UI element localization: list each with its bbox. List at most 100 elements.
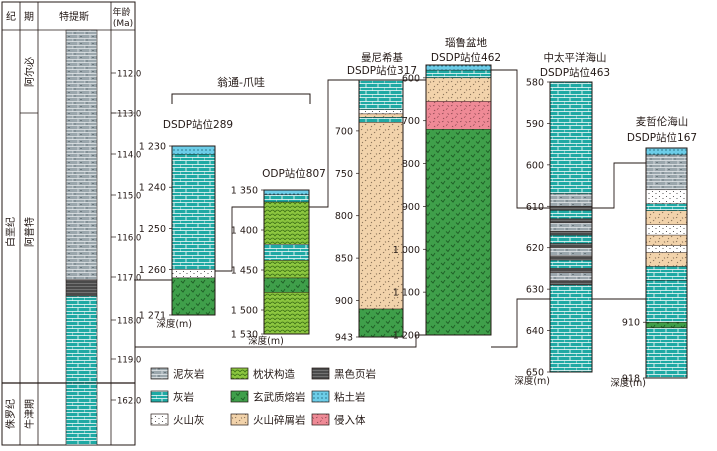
- depth-tick-label: 1 450: [231, 266, 258, 277]
- depth-tick-label: 1 100: [393, 288, 420, 299]
- layer-ash: [645, 245, 688, 253]
- layer-limestone: [358, 79, 404, 110]
- age-label: 119.0: [117, 356, 141, 366]
- depth-tick-label: 600: [526, 160, 544, 171]
- depth-tick-label: 1 271: [139, 311, 166, 322]
- legend-label: 火山灰: [173, 414, 205, 427]
- layer-tuff: [425, 77, 492, 102]
- legend-label: 黑色页岩: [334, 368, 376, 381]
- legend-swatch: [230, 390, 249, 403]
- depth-tick-label: 580: [526, 78, 544, 89]
- legend-item-basalt: 玄武质熔岩: [230, 390, 306, 404]
- layer-limestone: [549, 235, 593, 244]
- layer-limestone: [549, 284, 593, 373]
- legend-item-marl: 泥灰岩: [150, 367, 205, 381]
- legend-swatch: [311, 390, 330, 403]
- period-jurassic: 侏罗纪: [5, 399, 17, 429]
- depth-tick-label: 900: [335, 296, 353, 307]
- layer-limestone: [645, 203, 688, 211]
- tethys-shale-band: [65, 279, 98, 297]
- layer-basalt: [263, 277, 310, 293]
- depth-tick-label: 750: [335, 169, 353, 180]
- layer-limestone: [549, 210, 593, 219]
- layer-limestone: [263, 244, 310, 261]
- column-title: 麦哲伦海山: [636, 115, 689, 128]
- layer-tuff: [645, 234, 688, 246]
- layer-shale: [549, 280, 593, 286]
- column-title: DSDP站位317: [347, 64, 417, 77]
- epoch-oxfordian: 牛津期: [23, 399, 36, 429]
- timescale-panel: 纪 期 特提斯 年龄 (Ma) 白垩纪 侏罗纪 阿尔必 阿普特 牛津期 112.…: [1, 1, 141, 446]
- layer-shale: [549, 230, 593, 236]
- depth-tick-label: 800: [335, 211, 353, 222]
- depth-tick-label: 1 530: [231, 330, 258, 341]
- layer-shale: [549, 268, 593, 273]
- depth-tick-label: 850: [335, 254, 353, 265]
- layer-shale: [549, 243, 593, 248]
- age-label: 115.0: [117, 192, 141, 202]
- column-outline: [358, 79, 404, 338]
- legend-item-intrusion: 侵入体: [311, 413, 366, 427]
- depth-tick-label: 1 000: [393, 245, 420, 256]
- layer-shale: [549, 206, 593, 211]
- header-period: 纪: [6, 11, 16, 23]
- layer-ash: [171, 269, 216, 279]
- depth-unit-label: 深度(m): [248, 335, 284, 347]
- depth-tick-label: 590: [526, 119, 544, 130]
- column-title: DSDP站位167: [627, 131, 697, 144]
- depth-tick-label: 800: [402, 159, 420, 170]
- layer-limestone: [549, 81, 593, 195]
- depth-tick-label: 630: [526, 285, 544, 296]
- layer-limestone: [425, 69, 492, 79]
- layer-ash: [358, 109, 404, 115]
- group-label: 翁通-爪哇: [217, 75, 265, 89]
- legend-swatch: [230, 367, 249, 380]
- layer-shale: [549, 255, 593, 261]
- header-epoch: 期: [24, 11, 34, 23]
- depth-tick-label: 700: [335, 126, 353, 137]
- layer-limestone: [263, 194, 310, 203]
- layer-marl: [549, 222, 593, 232]
- column-title: 曼尼希基: [361, 51, 403, 64]
- layer-limestone: [645, 280, 688, 323]
- legend: 泥灰岩枕状构造黑色页岩灰岩玄武质熔岩粘土岩火山灰火山碎屑岩侵入体: [150, 367, 376, 427]
- period-cretaceous: 白垩纪: [4, 217, 17, 247]
- age-label: 113.0: [117, 110, 141, 120]
- depth-tick-label: 650: [526, 368, 544, 379]
- layer-basalt: [358, 308, 404, 338]
- legend-item-clay: 粘土岩: [311, 390, 366, 404]
- depth-tick-label: 900: [402, 202, 420, 213]
- core-column-dsdp463: 580590600610620630640650中太平洋海山DSDP站位463深…: [514, 51, 610, 387]
- column-title: 中太平洋海山: [544, 51, 607, 64]
- column-outline: [425, 64, 492, 336]
- layer-pillow: [263, 201, 310, 245]
- layer-clay: [171, 145, 216, 155]
- header-age: 年龄 (Ma): [113, 6, 134, 29]
- legend-label: 枕状构造: [253, 368, 295, 381]
- depth-tick-label: 600: [402, 73, 420, 84]
- depth-tick-label: 1 200: [393, 331, 420, 342]
- column-outline: [645, 147, 688, 379]
- layer-limestone: [645, 266, 688, 281]
- legend-swatch: [150, 367, 169, 380]
- tethys-limestone-lower: [65, 295, 98, 384]
- column-title: DSDP站位289: [163, 118, 233, 131]
- layer-basalt: [171, 277, 216, 316]
- age-label: 116.0: [117, 234, 141, 244]
- depth-tick-label: 1 400: [231, 226, 258, 237]
- age-label: 112.0: [117, 70, 141, 80]
- depth-tick-label: 620: [526, 243, 544, 254]
- column-outline: [263, 189, 310, 335]
- column-title: DSDP站位463: [540, 66, 610, 79]
- legend-item-tuff: 火山碎屑岩: [230, 414, 306, 427]
- depth-unit-label: 深度(m): [610, 377, 646, 389]
- depth-tick-label: 1 240: [139, 183, 166, 194]
- legend-swatch: [311, 367, 330, 380]
- depth-tick-label: 1 230: [139, 142, 166, 153]
- column-title: 瑙鲁盆地: [445, 36, 487, 49]
